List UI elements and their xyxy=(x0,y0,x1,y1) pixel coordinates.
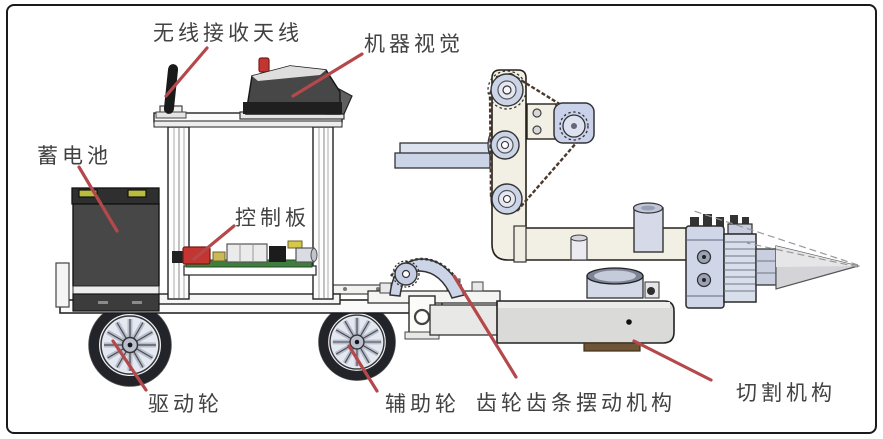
leader-line-antenna xyxy=(164,46,209,98)
label-drive-wheel: 驱动轮 xyxy=(148,392,223,416)
label-cutting-mechanism: 切割机构 xyxy=(736,381,836,405)
battery-drawing xyxy=(55,187,160,312)
leader-line-control xyxy=(192,224,236,261)
cutting-head-drawing xyxy=(685,214,777,309)
label-control-board: 控制板 xyxy=(235,206,310,230)
label-wireless-antenna: 无线接收天线 xyxy=(153,21,303,45)
leader-line-cutter xyxy=(632,339,713,382)
control-board-drawing xyxy=(172,240,318,268)
leader-line-battery xyxy=(77,165,119,233)
leader-line-aux-wheel xyxy=(347,344,379,393)
leader-line-rack xyxy=(452,274,518,379)
label-machine-vision: 机器视觉 xyxy=(364,32,464,56)
label-battery: 蓄电池 xyxy=(37,144,112,168)
leader-lines xyxy=(77,46,713,393)
drive-wheel-drawing xyxy=(88,303,172,387)
cylinder-drawing xyxy=(632,202,664,253)
auxiliary-wheel-drawing xyxy=(318,303,396,381)
label-auxiliary-wheel: 辅助轮 xyxy=(385,392,460,416)
camera-drawing xyxy=(239,57,353,120)
gear-rack-drawing xyxy=(389,257,466,340)
leader-line-drive-wheel xyxy=(111,339,148,392)
turntable-drawing xyxy=(586,267,660,299)
cone-drawing xyxy=(693,210,861,290)
belt-drive-drawing xyxy=(487,70,595,215)
base-block-drawing xyxy=(429,287,675,352)
label-gear-rack-swing-mechanism: 齿轮齿条摆动机构 xyxy=(476,391,676,415)
leader-line-vision xyxy=(291,52,364,98)
